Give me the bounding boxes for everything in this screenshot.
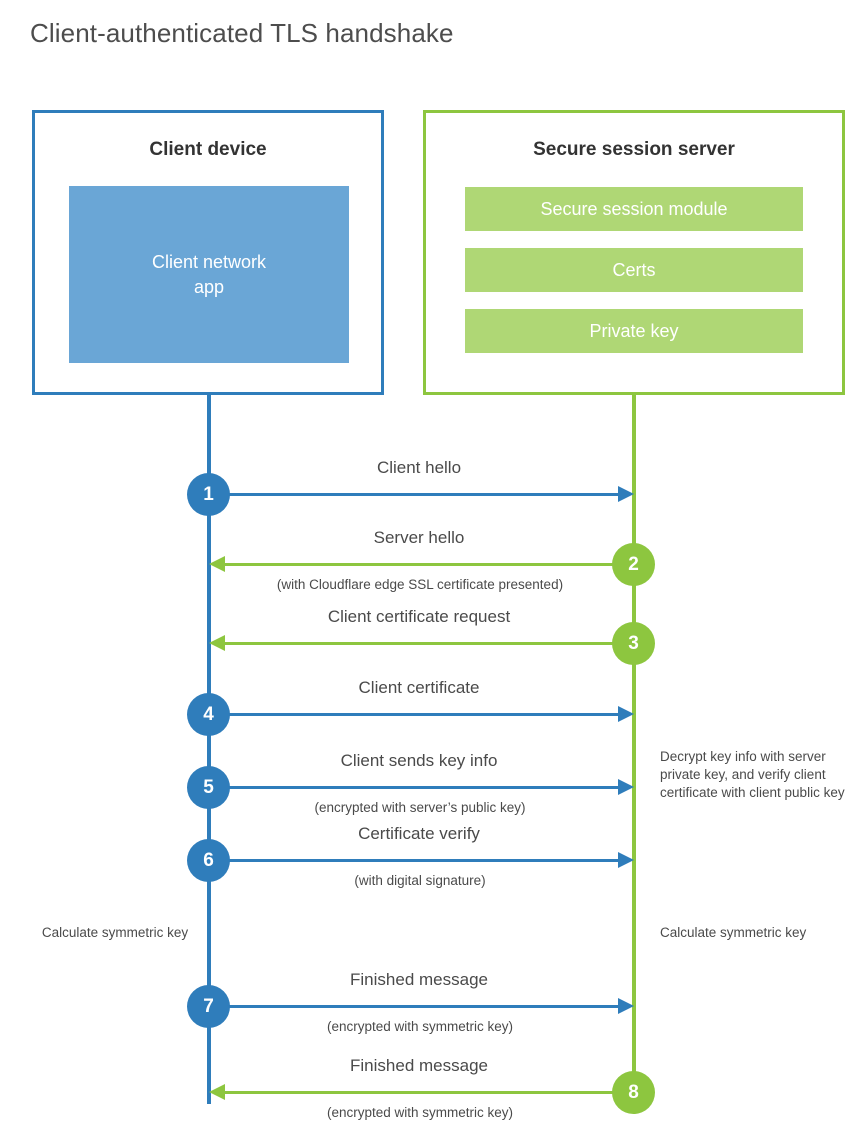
message-sublabel: (encrypted with server’s public key) bbox=[314, 800, 526, 815]
message-arrow-line bbox=[209, 786, 629, 789]
step-badge: 1 bbox=[187, 473, 230, 516]
server-module-item: Private key bbox=[465, 309, 803, 353]
message-arrow-line bbox=[209, 1005, 629, 1008]
message-arrow-head-icon bbox=[618, 852, 634, 868]
secure-session-server-box: Secure session server Secure session mod… bbox=[423, 110, 845, 395]
message-label: Finished message bbox=[350, 1056, 488, 1075]
message-label: Client certificate bbox=[358, 678, 480, 697]
message-arrow-head-icon bbox=[209, 1084, 225, 1100]
step-badge: 5 bbox=[187, 766, 230, 809]
server-lifeline bbox=[632, 395, 636, 1092]
message-arrow-line bbox=[209, 859, 629, 862]
client-device-box: Client device Client network app bbox=[32, 110, 384, 395]
message-label: Client certificate request bbox=[327, 607, 511, 626]
note-calculate-symmetric-key-server: Calculate symmetric key bbox=[660, 925, 807, 940]
message-label: Client sends key info bbox=[340, 751, 498, 770]
message-sublabel: (with digital signature) bbox=[354, 873, 486, 888]
secure-session-server-title: Secure session server bbox=[533, 139, 735, 160]
message-arrow-line bbox=[209, 493, 629, 496]
step-badge: 3 bbox=[612, 622, 655, 665]
message-label: Client hello bbox=[376, 458, 462, 477]
message-sublabel: (with Cloudflare edge SSL certificate pr… bbox=[276, 577, 564, 592]
message-arrow-line bbox=[215, 563, 633, 566]
message-arrow-head-icon bbox=[618, 998, 634, 1014]
message-arrow-line bbox=[209, 713, 629, 716]
client-lifeline bbox=[207, 395, 211, 1104]
message-arrow-head-icon bbox=[618, 486, 634, 502]
message-label: Certificate verify bbox=[358, 824, 480, 843]
server-module-item: Secure session module bbox=[465, 187, 803, 231]
client-network-app-label-line1: Client network bbox=[151, 251, 267, 272]
step-badge: 2 bbox=[612, 543, 655, 586]
client-device-title: Client device bbox=[149, 139, 267, 160]
message-arrow-head-icon bbox=[209, 556, 225, 572]
message-arrow-line bbox=[215, 642, 633, 645]
client-network-app-box: Client network app bbox=[69, 186, 349, 363]
note-decrypt-key-info: Decrypt key info with server private key… bbox=[660, 749, 845, 800]
page-title: Client-authenticated TLS handshake bbox=[30, 18, 454, 48]
message-label: Finished message bbox=[350, 970, 488, 989]
message-arrow-line bbox=[215, 1091, 633, 1094]
message-sublabel: (encrypted with symmetric key) bbox=[326, 1105, 514, 1120]
message-arrow-head-icon bbox=[209, 635, 225, 651]
step-badge: 8 bbox=[612, 1071, 655, 1114]
step-badge: 7 bbox=[187, 985, 230, 1028]
step-badge: 4 bbox=[187, 693, 230, 736]
server-module-item: Certs bbox=[465, 248, 803, 292]
message-label: Server hello bbox=[373, 528, 465, 547]
server-module-list: Secure session module Certs Private key bbox=[465, 187, 803, 370]
message-sublabel: (encrypted with symmetric key) bbox=[326, 1019, 514, 1034]
message-arrow-head-icon bbox=[618, 779, 634, 795]
step-badge: 6 bbox=[187, 839, 230, 882]
message-arrow-head-icon bbox=[618, 706, 634, 722]
note-calculate-symmetric-key-client: Calculate symmetric key bbox=[41, 925, 189, 940]
client-network-app-label-line2: app bbox=[193, 276, 225, 297]
